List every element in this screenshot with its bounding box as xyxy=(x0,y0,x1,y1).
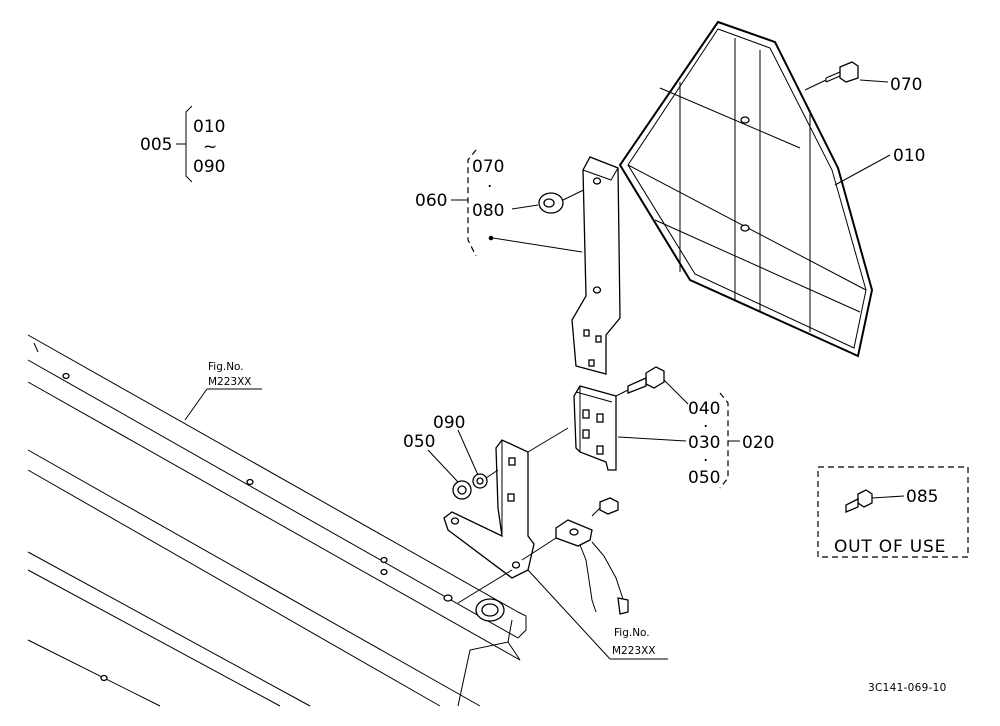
label-group-020: 020 xyxy=(742,433,774,453)
nut-080-icon xyxy=(538,192,564,214)
label-grp-080: 080 xyxy=(472,201,504,221)
mounting-bracket-part xyxy=(443,439,535,579)
group-callout-060: 070 · 080 060 xyxy=(415,149,583,257)
label-005: 005 xyxy=(140,135,172,155)
drawing-code: 3C141-069-10 xyxy=(868,682,947,694)
figure-ref-top: Fig.No. M223XX xyxy=(184,361,262,421)
label-sep-2: · xyxy=(703,451,708,471)
label-bracket-030: 030 xyxy=(688,433,720,453)
label-bolt-040: 040 xyxy=(688,399,720,419)
label-range-090: 090 xyxy=(193,157,225,177)
label-grp-070: 070 xyxy=(472,157,504,177)
label-range-010: 010 xyxy=(193,117,225,137)
label-sep-1: · xyxy=(703,417,708,437)
label-bolt-070: 070 xyxy=(890,75,922,95)
bracket-030-part xyxy=(573,385,617,471)
label-bracket-060: 060 xyxy=(415,191,447,211)
label-guard-010: 010 xyxy=(893,146,925,166)
bolt-040-icon xyxy=(627,366,665,394)
bolt-070-icon xyxy=(825,61,859,83)
label-nut-050-left: 050 xyxy=(403,432,435,452)
figure-ref-bottom: Fig.No. M223XX xyxy=(527,569,668,660)
ground-strap-part xyxy=(555,497,629,615)
bracket-060-part xyxy=(571,156,621,375)
label-grp-dot: · xyxy=(487,177,492,197)
label-range-tilde: ~ xyxy=(203,137,217,157)
mesh-hole-icon xyxy=(740,224,750,232)
label-washer-090: 090 xyxy=(433,413,465,433)
label-nut-050: 050 xyxy=(688,468,720,488)
washer-090-icon xyxy=(472,473,488,489)
out-of-use-text: OUT OF USE xyxy=(834,537,946,557)
out-of-use-box: 085 OUT OF USE xyxy=(817,466,969,558)
mesh-hole-icon xyxy=(740,116,750,124)
fig-ref-top-label: Fig.No. xyxy=(208,361,244,373)
assembly-callout-005: 005 010 ~ 090 xyxy=(140,105,225,183)
machine-frame-part xyxy=(27,334,527,707)
fig-ref-bottom-label: Fig.No. xyxy=(614,627,650,639)
nut-050-icon xyxy=(452,480,472,500)
mesh-guard-010 xyxy=(618,20,874,358)
bolt-085-icon xyxy=(845,489,873,513)
group-callout-020: 040 · 030 · 050 020 xyxy=(617,392,774,489)
fig-ref-top-number: M223XX xyxy=(208,376,252,388)
label-bolt-085: 085 xyxy=(906,487,938,507)
fig-ref-bottom-number: M223XX xyxy=(612,645,656,657)
